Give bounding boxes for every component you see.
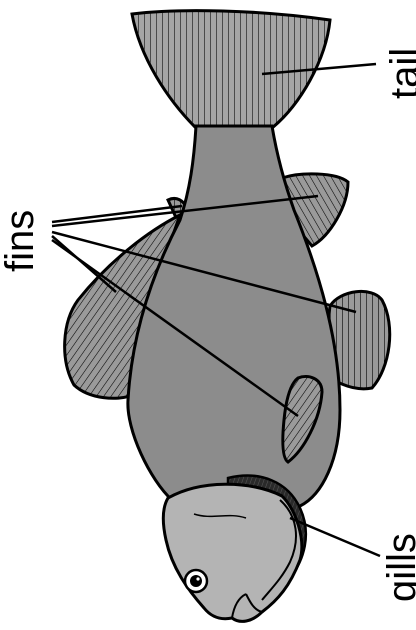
- tail-fin: [132, 11, 330, 128]
- fish-head: [163, 484, 302, 621]
- eye-icon: [185, 570, 207, 592]
- fins-label: fins: [0, 196, 44, 272]
- tail-label: tail: [385, 29, 416, 99]
- gills-label: gills: [382, 522, 416, 602]
